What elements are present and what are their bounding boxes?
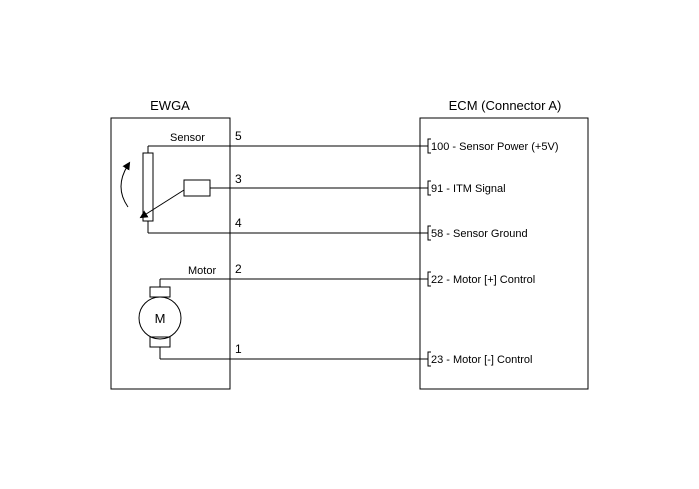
terminal-bracket <box>427 180 431 196</box>
ecm-terminal-label: 22 - Motor [+] Control <box>431 274 535 286</box>
ecm-terminal-label: 91 - ITM Signal <box>431 183 506 195</box>
ecm-terminal-label: 100 - Sensor Power (+5V) <box>431 141 558 153</box>
pin-number: 4 <box>235 216 242 230</box>
terminal-bracket <box>427 138 431 154</box>
ewga-title: EWGA <box>150 98 190 113</box>
pin-number: 2 <box>235 262 242 276</box>
ecm-terminal-label: 23 - Motor [-] Control <box>431 354 532 366</box>
rotation-arrow-icon <box>120 161 131 208</box>
pin-number: 3 <box>235 172 242 186</box>
ecm-box <box>419 117 589 390</box>
terminal-bracket <box>427 271 431 287</box>
motor-circle <box>138 296 182 340</box>
ecm-terminal-label: 58 - Sensor Ground <box>431 228 528 240</box>
terminal-bracket <box>427 351 431 367</box>
ecm-title: ECM (Connector A) <box>449 98 562 113</box>
motor-label: Motor <box>188 265 216 277</box>
motor-top-brush <box>149 286 171 298</box>
pin-number: 1 <box>235 342 242 356</box>
motor-symbol: M <box>155 311 166 326</box>
signal-resistor <box>183 179 211 197</box>
wiper-arrow-icon <box>139 189 185 219</box>
ewga-box <box>110 117 231 390</box>
pin-number: 5 <box>235 129 242 143</box>
terminal-bracket <box>427 225 431 241</box>
sensor-label: Sensor <box>170 132 205 144</box>
